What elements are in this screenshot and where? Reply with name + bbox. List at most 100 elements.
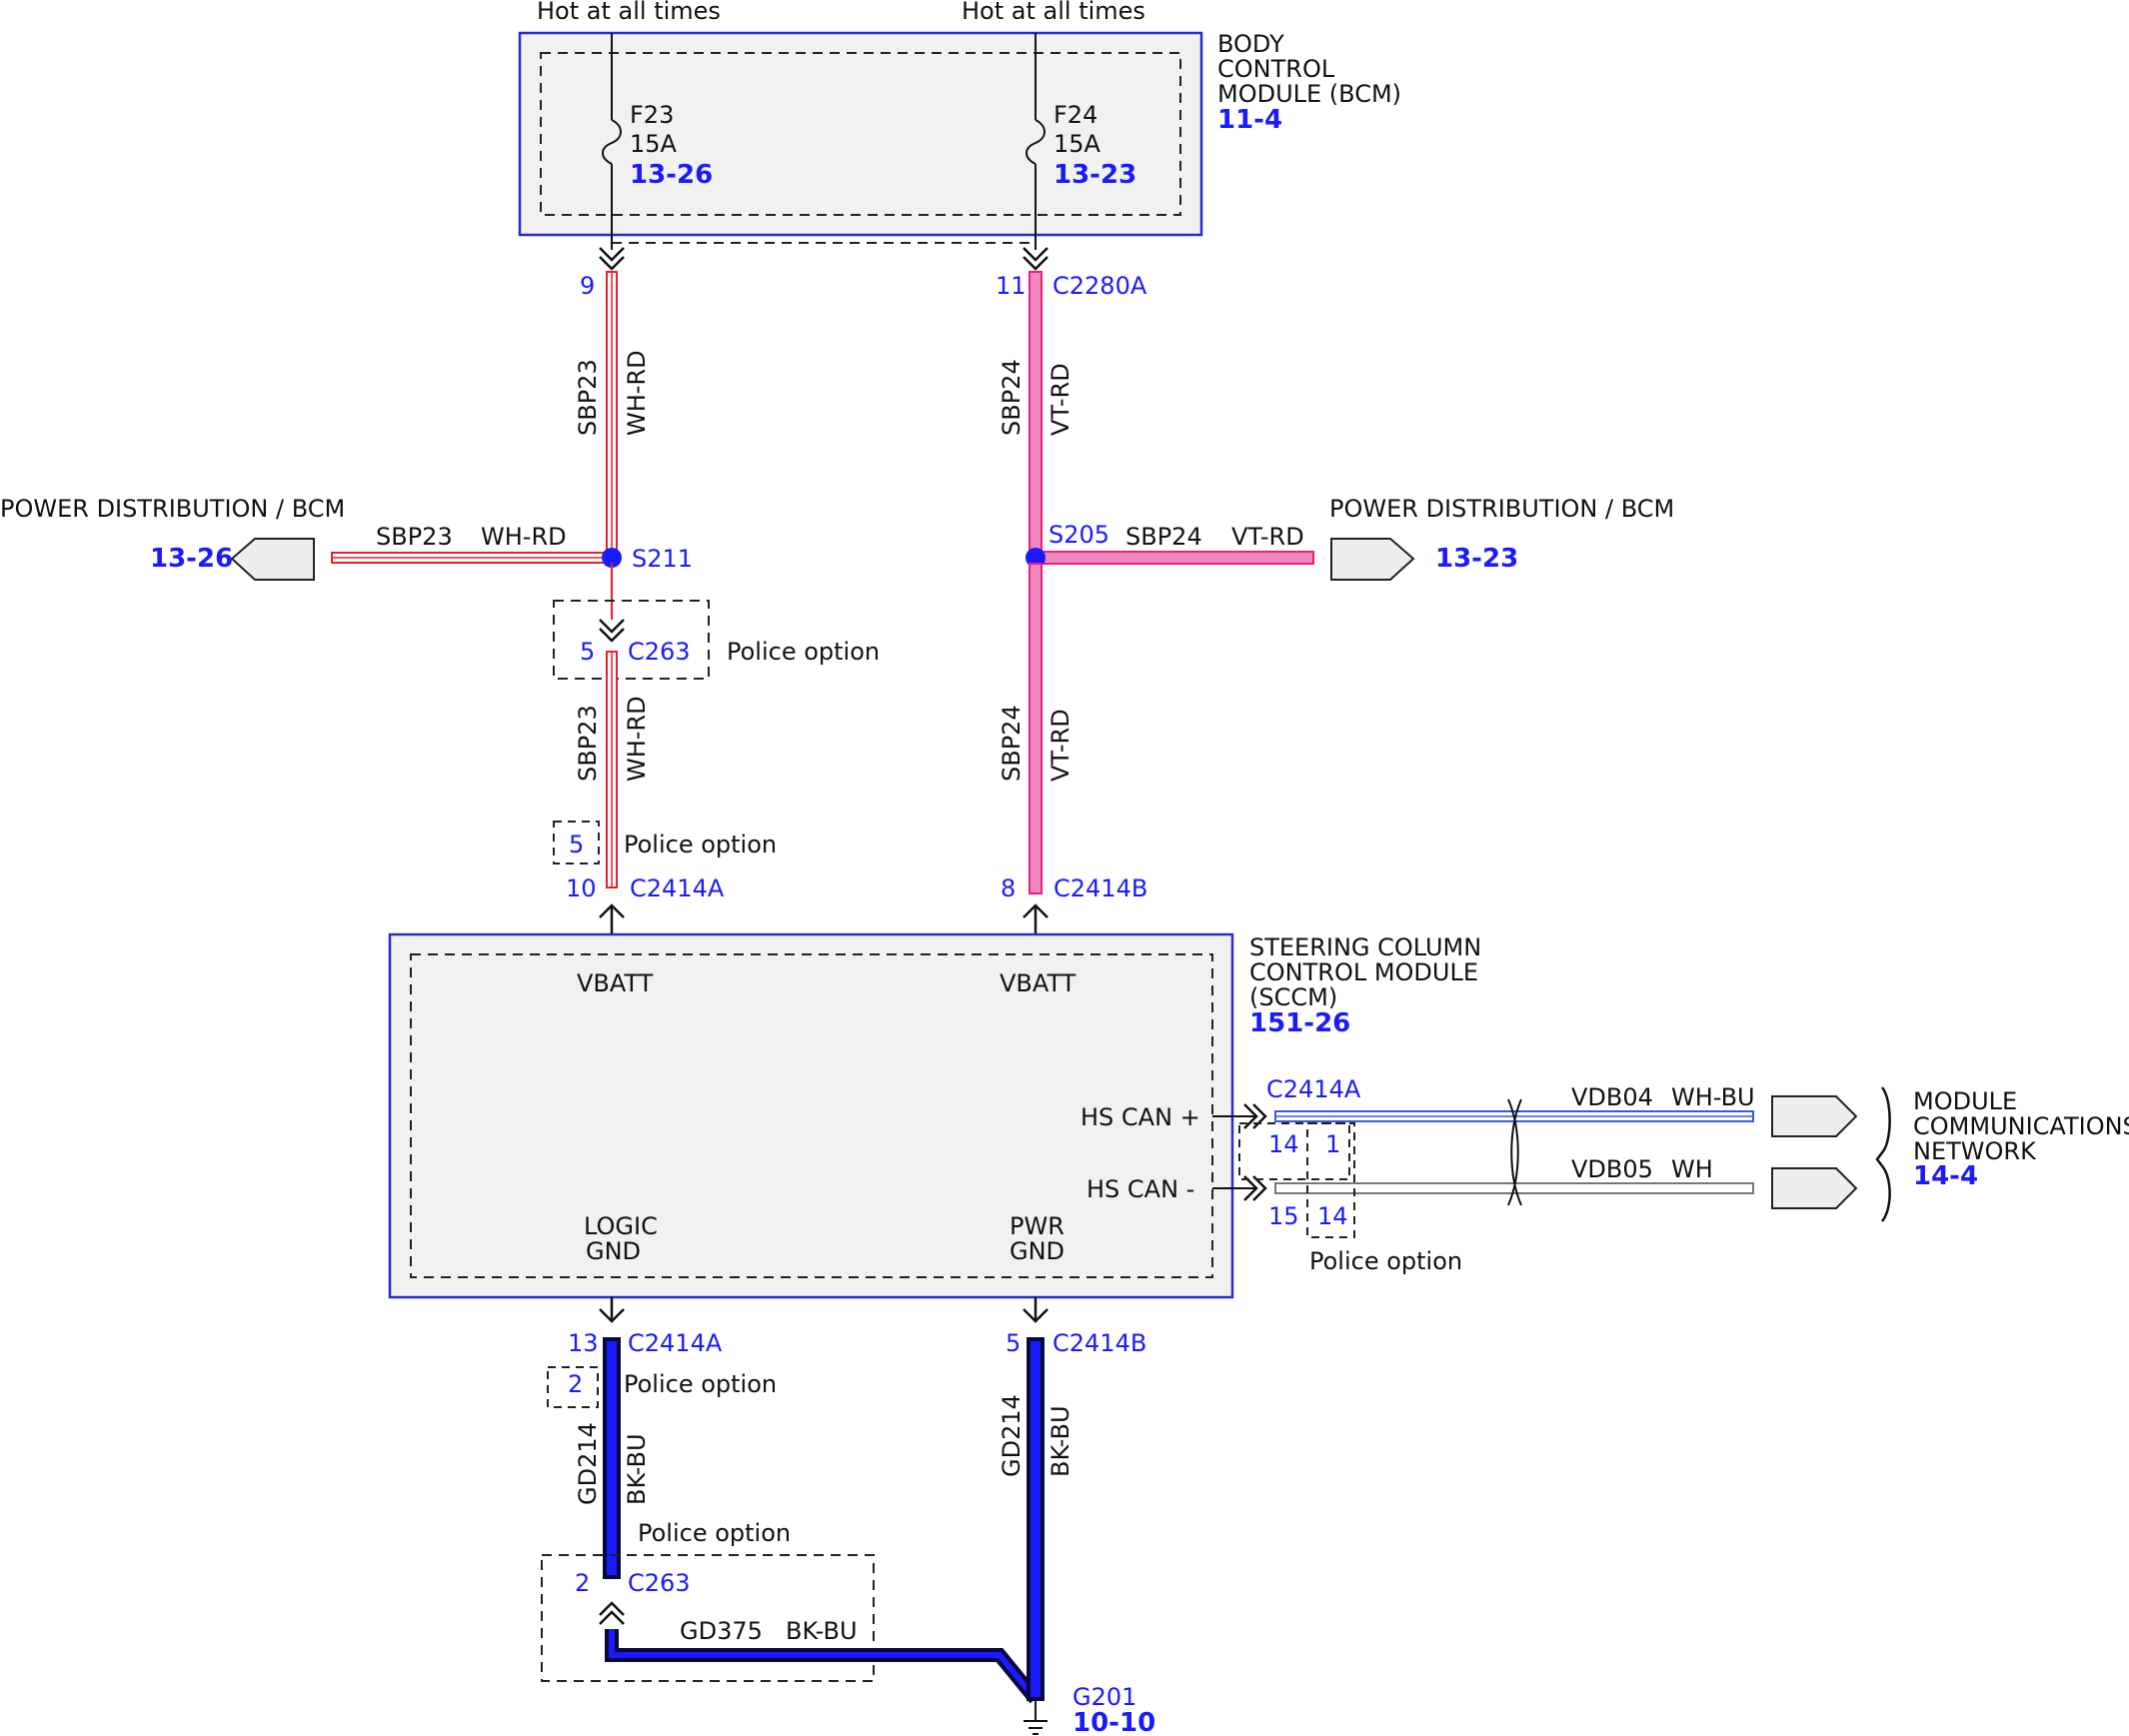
fuse-f23-symbol bbox=[602, 119, 622, 165]
network-minus-connector-icon[interactable] bbox=[1771, 1167, 1858, 1209]
gnd-right-connector-symbol bbox=[1023, 1297, 1049, 1323]
pd-bcm-left-connector-icon[interactable] bbox=[230, 538, 315, 581]
splice-s205-label: S205 bbox=[1049, 521, 1109, 549]
pd-bcm-right-ref[interactable]: 13-23 bbox=[1435, 544, 1518, 574]
c263-connector-symbol bbox=[599, 619, 625, 643]
sccm-pwr-gnd-1: PWR bbox=[1010, 1212, 1064, 1240]
sccm-ref[interactable]: 151-26 bbox=[1249, 1008, 1350, 1038]
gnd-left-connector-label: C2414A bbox=[628, 1329, 723, 1357]
ground-symbol-icon bbox=[1024, 1699, 1048, 1735]
sccm-pwr-gnd-2: GND bbox=[1010, 1237, 1064, 1265]
network-brace-icon bbox=[1875, 1086, 1891, 1222]
fuse-f23-ref[interactable]: 13-26 bbox=[630, 160, 713, 190]
gnd-left-pin-label: 13 bbox=[568, 1329, 599, 1357]
pin-9-connector-symbol bbox=[599, 247, 625, 271]
vdb04-color: WH-BU bbox=[1671, 1083, 1755, 1111]
bcm-module-box[interactable] bbox=[518, 31, 1203, 237]
wire-gd214-right[interactable] bbox=[1027, 1337, 1045, 1701]
c2414b-top-label: C2414B bbox=[1054, 874, 1147, 902]
pd-bcm-right-connector-icon[interactable] bbox=[1330, 538, 1415, 581]
sccm-hs-can-plus: HS CAN + bbox=[1080, 1103, 1200, 1131]
can-pin-minus: 15 bbox=[1268, 1202, 1299, 1230]
sccm-vbatt-left: VBATT bbox=[577, 969, 654, 997]
pin-11-connector-symbol bbox=[1023, 247, 1049, 271]
sccm-vbatt-right: VBATT bbox=[1000, 969, 1076, 997]
can-alt-pins-box bbox=[1306, 1122, 1355, 1238]
sccm-name-3: (SCCM) bbox=[1249, 983, 1337, 1011]
twisted-pair-symbol bbox=[1507, 1098, 1522, 1206]
vdb05-circuit: VDB05 bbox=[1571, 1155, 1653, 1183]
wire-sbp24-upper[interactable] bbox=[1029, 271, 1043, 553]
ground-point-label: G201 bbox=[1072, 1683, 1136, 1711]
network-plus-connector-icon[interactable] bbox=[1771, 1095, 1858, 1137]
network-name-1: MODULE bbox=[1913, 1087, 2017, 1115]
hot-label-right: Hot at all times bbox=[962, 0, 1145, 25]
connector-c2280a-label: C2280A bbox=[1053, 272, 1147, 300]
c263-label: C263 bbox=[628, 638, 691, 666]
fuse-f24-rating: 15A bbox=[1054, 130, 1101, 158]
gd375-circuit: GD375 bbox=[680, 1617, 763, 1645]
bcm-name-2: CONTROL bbox=[1217, 55, 1335, 83]
sbp23-color-label-upper: WH-RD bbox=[623, 350, 651, 436]
c2414a-top-left-label: C2414A bbox=[630, 874, 725, 902]
wire-sbp24-branch[interactable] bbox=[1035, 551, 1314, 565]
pd-bcm-left-ref[interactable]: 13-26 bbox=[150, 544, 233, 574]
gnd-alt-pin-box bbox=[547, 1366, 599, 1408]
sccm-hs-can-minus: HS CAN - bbox=[1086, 1175, 1194, 1203]
pin-9-label: 9 bbox=[580, 272, 595, 300]
wire-sbp23-upper[interactable] bbox=[606, 271, 618, 558]
c263-pin-label: 5 bbox=[580, 638, 595, 666]
can-connector-label: C2414A bbox=[1266, 1075, 1361, 1103]
bcm-inner-box bbox=[540, 52, 1181, 216]
sbp24-circuit-label-lower: SBP24 bbox=[998, 705, 1026, 782]
network-ref[interactable]: 14-4 bbox=[1913, 1161, 1978, 1191]
pin-8-connector-symbol bbox=[1023, 903, 1049, 934]
can-police-option: Police option bbox=[1309, 1247, 1462, 1275]
sccm-name-2: CONTROL MODULE bbox=[1249, 958, 1478, 986]
gnd-right-connector-label: C2414B bbox=[1053, 1329, 1146, 1357]
gnd-left-connector-symbol bbox=[599, 1297, 625, 1323]
gd214-left-color: BK-BU bbox=[623, 1433, 651, 1505]
gd214-right-circuit: GD214 bbox=[998, 1394, 1026, 1477]
pin-11-label: 11 bbox=[996, 272, 1027, 300]
pin-8-label: 8 bbox=[1001, 874, 1016, 902]
sccm-logic-gnd-1: LOGIC bbox=[584, 1212, 658, 1240]
wire-gd214-left[interactable] bbox=[603, 1337, 621, 1579]
wire-sbp24-lower[interactable] bbox=[1029, 563, 1043, 894]
wire-sbp23-lower[interactable] bbox=[606, 651, 618, 888]
pd-bcm-left-title: POWER DISTRIBUTION / BCM bbox=[0, 495, 345, 523]
c263-police-option: Police option bbox=[727, 638, 880, 666]
gnd-c263-label: C263 bbox=[628, 1569, 691, 1597]
fuse-f23-id: F23 bbox=[630, 101, 674, 129]
fuse-f24-id: F24 bbox=[1054, 101, 1097, 129]
sbp24-color-label-lower: VT-RD bbox=[1047, 709, 1074, 782]
can-alt-pin-plus: 1 bbox=[1325, 1130, 1340, 1158]
branch-sbp23-color: WH-RD bbox=[481, 523, 567, 551]
gnd-c263-police-box bbox=[541, 1554, 875, 1682]
pd-bcm-right-title: POWER DISTRIBUTION / BCM bbox=[1329, 495, 1674, 523]
sbp23-circuit-label-lower: SBP23 bbox=[574, 705, 602, 782]
sccm-inner-box bbox=[410, 953, 1213, 1278]
fuse-f24-ref[interactable]: 13-23 bbox=[1054, 160, 1136, 190]
bcm-name-3: MODULE (BCM) bbox=[1217, 80, 1401, 108]
sccm-logic-gnd-2: GND bbox=[586, 1237, 641, 1265]
wire-sbp23-branch[interactable] bbox=[331, 552, 613, 564]
alt-pin-5-police-option: Police option bbox=[624, 831, 777, 859]
c263-police-box bbox=[553, 600, 710, 680]
ground-point-ref[interactable]: 10-10 bbox=[1072, 1708, 1155, 1736]
splice-s211-dot[interactable] bbox=[602, 548, 622, 568]
alt-pin-5-label: 5 bbox=[569, 831, 584, 859]
sccm-module-box[interactable] bbox=[388, 932, 1234, 1299]
gnd-c263-connector-symbol bbox=[599, 1601, 625, 1625]
gnd-police-option-2: Police option bbox=[638, 1519, 791, 1547]
sbp24-color-label-upper: VT-RD bbox=[1047, 363, 1074, 436]
vdb04-circuit: VDB04 bbox=[1571, 1083, 1653, 1111]
bcm-ref[interactable]: 11-4 bbox=[1217, 105, 1282, 135]
sbp23-circuit-label-upper: SBP23 bbox=[574, 359, 602, 436]
gnd-police-option-1: Police option bbox=[624, 1370, 777, 1398]
branch-sbp24-color: VT-RD bbox=[1231, 523, 1304, 551]
gnd-right-pin-label: 5 bbox=[1006, 1329, 1021, 1357]
sbp23-color-label-lower: WH-RD bbox=[623, 696, 651, 782]
gd375-color: BK-BU bbox=[786, 1617, 858, 1645]
